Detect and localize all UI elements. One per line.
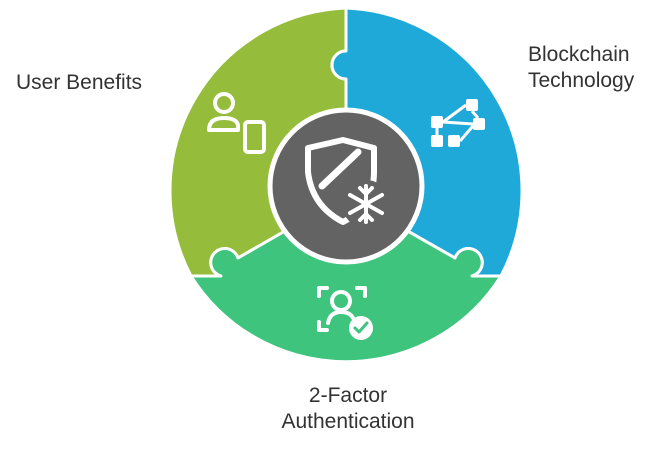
label-user-benefits: User Benefits	[16, 70, 142, 96]
face-verified-icon	[317, 286, 373, 340]
label-blockchain-line-2: Technology	[528, 69, 635, 92]
network-blocks-icon	[431, 99, 485, 147]
label-two-factor-authentication: 2-Factor Authentication	[265, 383, 431, 435]
label-blockchain-line-1: Blockchain	[528, 43, 630, 66]
segment-two-factor-authentication	[189, 194, 503, 364]
label-2fa-line-2: Authentication	[281, 410, 415, 433]
label-blockchain-technology: Blockchain Technology	[528, 42, 634, 94]
label-2fa-line-1: 2-Factor	[308, 384, 388, 407]
label-user-benefits-line-1: User Benefits	[16, 71, 143, 94]
center-hub	[267, 107, 425, 265]
user-mobile-icon	[207, 92, 266, 154]
shield-freeze-icon	[305, 137, 390, 228]
